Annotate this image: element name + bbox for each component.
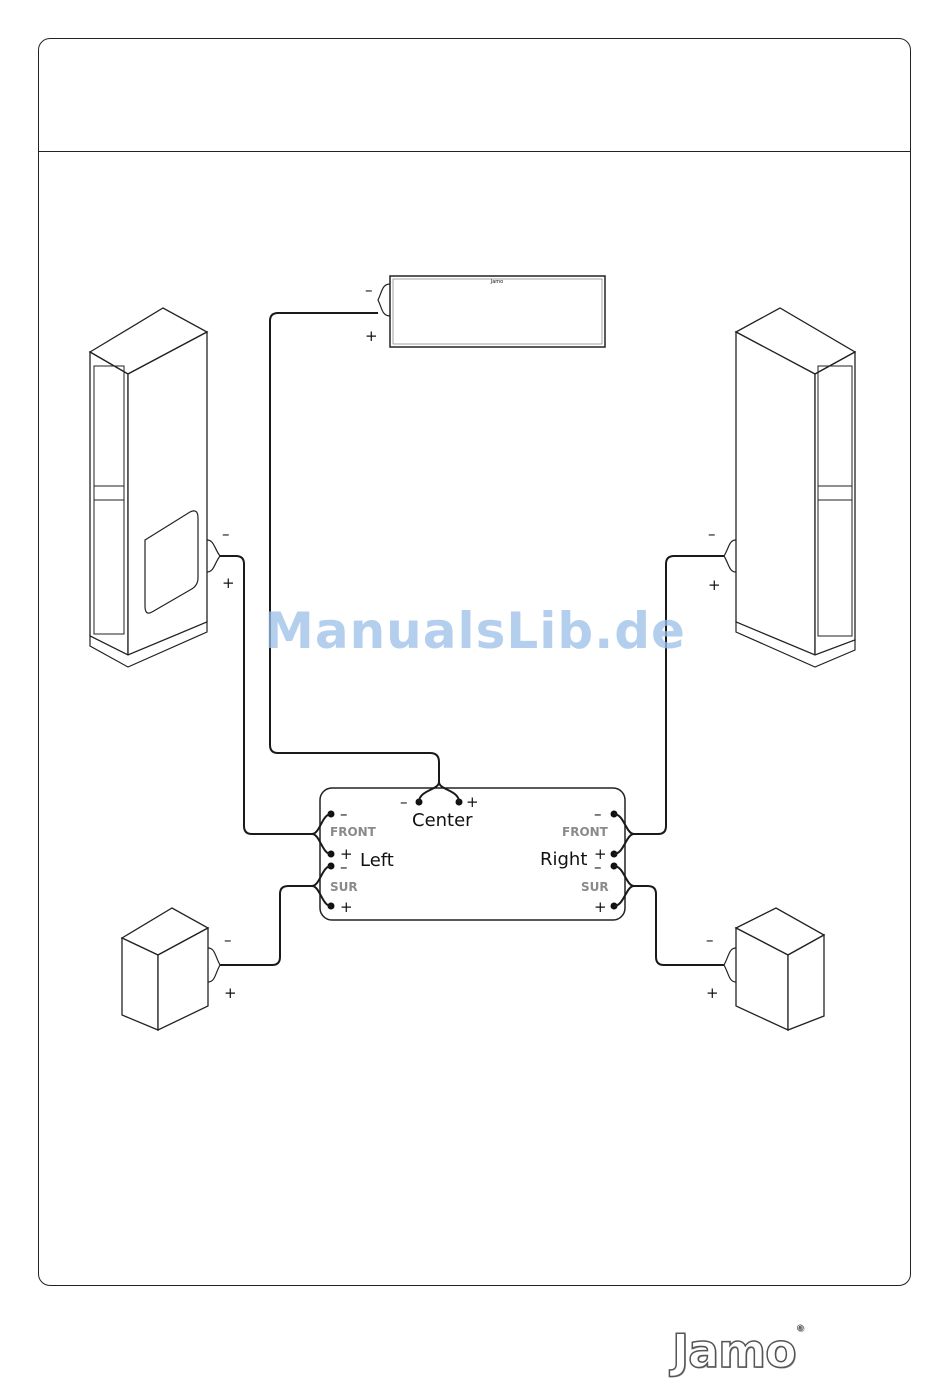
right-tower-plus-label: + bbox=[708, 576, 721, 594]
receiver-sl-minus-label: – bbox=[340, 858, 348, 876]
left-surround-minus-label: – bbox=[224, 931, 232, 949]
receiver-sr-minus-label: – bbox=[594, 858, 602, 876]
right-tower-minus-label: – bbox=[708, 525, 716, 543]
registered-mark: ® bbox=[796, 1324, 804, 1334]
receiver-sr-plus-label: + bbox=[594, 898, 607, 916]
center-speaker: Jamo – + bbox=[365, 276, 605, 347]
center-plus-label: + bbox=[365, 327, 378, 345]
receiver-sur-right-label: SUR bbox=[581, 880, 609, 894]
jamo-logo-text: Jamo bbox=[672, 1324, 796, 1378]
receiver-sl-plus-label: + bbox=[340, 898, 353, 916]
jamo-logo: Jamo® bbox=[672, 1324, 804, 1378]
left-tower-minus-label: – bbox=[222, 525, 230, 543]
receiver-front-left-label: FRONT bbox=[330, 825, 377, 839]
right-surround-minus-label: – bbox=[706, 931, 714, 949]
wire-front-right bbox=[634, 556, 724, 834]
wire-center bbox=[270, 313, 439, 782]
watermark: ManualsLib.de bbox=[0, 602, 950, 660]
receiver-fl-minus-label: – bbox=[340, 805, 348, 823]
receiver-left-label: Left bbox=[360, 850, 394, 871]
wire-front-left bbox=[220, 556, 312, 834]
left-surround-plus-label: + bbox=[224, 984, 237, 1002]
receiver-center-label: Center bbox=[412, 810, 473, 831]
center-speaker-logo: Jamo bbox=[490, 279, 503, 285]
right-surround-speaker bbox=[724, 908, 824, 1030]
receiver-sur-left-label: SUR bbox=[330, 880, 358, 894]
receiver-fr-minus-label: – bbox=[594, 805, 602, 823]
receiver-front-right-label: FRONT bbox=[562, 825, 609, 839]
center-minus-label: – bbox=[365, 281, 373, 299]
left-surround-speaker bbox=[122, 908, 220, 1030]
receiver-center-minus-label: – bbox=[400, 793, 408, 811]
wire-sur-right bbox=[634, 886, 724, 965]
left-tower-plus-label: + bbox=[222, 574, 235, 592]
receiver-right-label: Right bbox=[540, 849, 587, 870]
receiver-panel: – + Center – FRONT + – Left SUR + – FRON… bbox=[320, 788, 625, 920]
receiver-center-plus-label: + bbox=[466, 793, 479, 811]
wire-sur-left bbox=[220, 886, 312, 965]
right-surround-plus-label: + bbox=[706, 984, 719, 1002]
